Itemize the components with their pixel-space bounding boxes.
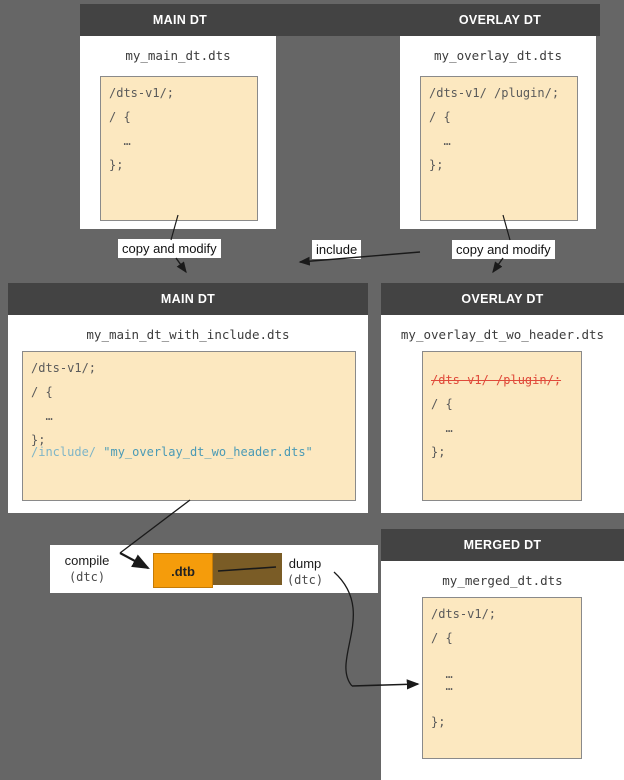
dtb-label: .dtb [171,564,195,579]
code-line: /dts-v1/; [31,361,97,375]
compile-tool-text: (dtc) [68,570,106,584]
code-line: }; [431,715,446,729]
code-line-blank [109,147,249,159]
arrow-label-copy-and-modify-right: copy and modify [452,240,555,259]
panel-header-band-top-gap [280,4,400,36]
code-box-merged-dt: /dts-v1/; / { … … }; [422,597,582,759]
code-line: }; [109,158,124,172]
panel-header-overlay-dt-mid: OVERLAY DT [381,283,624,315]
code-line: }; [31,433,46,447]
panel-overlay-dt-top: my_overlay_dt.dts /dts-v1/ /plugin/; / {… [400,36,596,229]
code-line: /dts-v1/; [109,86,175,100]
code-line-blank [429,147,569,159]
compile-label-text: compile [64,553,110,568]
code-line: / { [429,110,451,124]
code-box-overlay-dt-top: /dts-v1/ /plugin/; / { … }; [420,76,578,221]
include-target: "my_overlay_dt_wo_header.dts" [103,445,313,459]
code-line-blank [431,692,573,704]
panel-header-label: MAIN DT [152,13,208,27]
code-line-struck: /dts-v1/ /plugin/; [431,373,562,387]
dtb-artifact-box: .dtb [153,553,213,588]
panel-header-label: MAIN DT [160,292,216,306]
panel-main-dt-mid: my_main_dt_with_include.dts /dts-v1/; / … [8,315,368,513]
code-box-main-dt-top: /dts-v1/; / { … }; [100,76,258,221]
panel-merged-dt: my_merged_dt.dts /dts-v1/; / { … … }; [381,561,624,780]
code-line-blank [431,704,573,716]
code-line-blank [31,374,347,386]
code-line-blank [431,644,573,656]
code-box-overlay-dt-mid: /dts-v1/ /plugin/; / { … }; [422,351,582,501]
panel-header-label: MERGED DT [463,538,542,552]
dump-label-text: dump [288,556,322,571]
panel-header-main-dt-top: MAIN DT [80,4,280,36]
code-line-include: /include/ "my_overlay_dt_wo_header.dts" [31,446,347,458]
code-line: / { [431,397,453,411]
code-line-blank [31,398,347,410]
dump-label: dump (dtc) [276,556,334,588]
file-name-overlay-dt-top: my_overlay_dt.dts [434,48,562,63]
panel-overlay-dt-mid: my_overlay_dt_wo_header.dts /dts-v1/ /pl… [381,315,624,513]
arrow-label-text: include [316,242,358,257]
code-line: … [431,421,453,435]
file-name-main-dt-top: my_main_dt.dts [125,48,231,63]
code-line: / { [31,385,53,399]
code-line: /dts-v1/ /plugin/; [429,86,560,100]
arrow-label-copy-and-modify-left: copy and modify [118,239,221,258]
code-line-blank [31,422,347,434]
code-line: / { [109,110,131,124]
dtb-shadow-block [212,553,282,585]
code-line: … [431,679,453,693]
panel-header-label: OVERLAY DT [461,292,544,306]
code-line: … [431,667,453,681]
code-line: }; [431,445,446,459]
panel-header-main-dt-mid: MAIN DT [8,283,368,315]
file-name-overlay-dt-mid: my_overlay_dt_wo_header.dts [400,327,605,342]
code-line: }; [429,158,444,172]
code-line: … [429,134,451,148]
panel-header-merged-dt: MERGED DT [381,529,624,561]
arrow-label-include: include [312,240,362,259]
panel-header-overlay-dt-top: OVERLAY DT [400,4,600,36]
code-box-main-dt-mid: /dts-v1/; / { … }; /include/ "my_overlay… [22,351,356,501]
include-directive: /include/ [31,445,104,459]
code-line: / { [431,631,453,645]
code-line: … [109,134,131,148]
code-line-blank [431,434,573,446]
panel-header-label: OVERLAY DT [458,13,542,27]
code-line: /dts-v1/; [431,607,497,621]
panel-main-dt-top: my_main_dt.dts /dts-v1/; / { … }; [80,36,276,229]
file-name-main-dt-mid: my_main_dt_with_include.dts [86,327,290,342]
arrow-label-text: copy and modify [456,242,551,257]
compile-label: compile (dtc) [52,553,122,585]
arrow-label-text: copy and modify [122,241,217,256]
dump-tool-text: (dtc) [286,573,324,587]
code-line: … [31,409,53,423]
file-name-merged-dt: my_merged_dt.dts [442,573,563,588]
